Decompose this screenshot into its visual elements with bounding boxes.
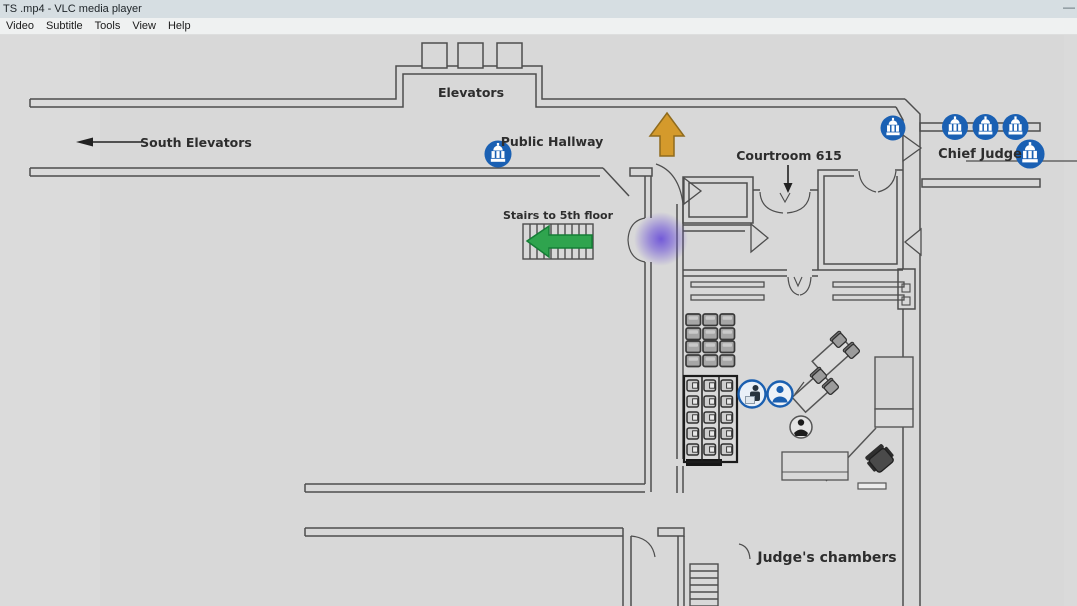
courtroom-down-arrow (783, 165, 793, 193)
lower-walls (304, 527, 751, 606)
vestibule (682, 176, 754, 224)
purple-highlight (634, 212, 688, 266)
courthouse-icon (880, 115, 906, 141)
menu-item-view[interactable]: View (132, 20, 156, 32)
menu-bar: Video Subtitle Tools View Help (0, 18, 1077, 35)
label-public-hallway: Public Hallway (501, 134, 604, 149)
title-bar: TS .mp4 - VLC media player — (0, 0, 1077, 18)
window-title: TS .mp4 - VLC media player (3, 3, 142, 15)
menu-item-subtitle[interactable]: Subtitle (45, 20, 83, 32)
green-left-arrow (525, 224, 593, 259)
counsel-tables (791, 329, 862, 414)
courthouse-icon (972, 114, 999, 140)
gallery-rails (690, 281, 905, 301)
jury-box (682, 374, 739, 464)
stairs-down (689, 563, 719, 606)
judge-bench (781, 356, 914, 490)
menu-item-help[interactable]: Help (167, 20, 191, 32)
video-left-edge (0, 34, 100, 606)
video-right-edge (1064, 34, 1077, 606)
label-south-elevators: South Elevators (140, 135, 252, 150)
person-at-desk-icon (737, 379, 767, 409)
label-chief-judge: Chief Judge (938, 147, 1022, 162)
witness-person-icon (789, 415, 813, 439)
menu-item-video[interactable]: Video (6, 20, 34, 32)
minimize-button[interactable]: — (1063, 0, 1075, 14)
menu-item-tools[interactable]: Tools (94, 20, 121, 32)
south-elevators-arrow (76, 137, 142, 147)
label-judges-chambers: Judge's chambers (756, 550, 896, 566)
courthouse-icon (942, 114, 968, 140)
label-courtroom-615: Courtroom 615 (736, 148, 842, 163)
orange-up-arrow (648, 111, 686, 157)
right-wing-walls (895, 98, 1077, 606)
office-chair (865, 444, 894, 473)
courthouse-icon (1002, 114, 1029, 140)
label-stairs-5th: Stairs to 5th floor (503, 209, 614, 222)
label-elevators: Elevators (438, 85, 504, 100)
person-icon (766, 380, 794, 408)
courtroom-walls (683, 169, 903, 407)
hallway-walls (29, 65, 905, 197)
elevator-bank (421, 42, 523, 69)
gallery-benches (685, 313, 736, 368)
